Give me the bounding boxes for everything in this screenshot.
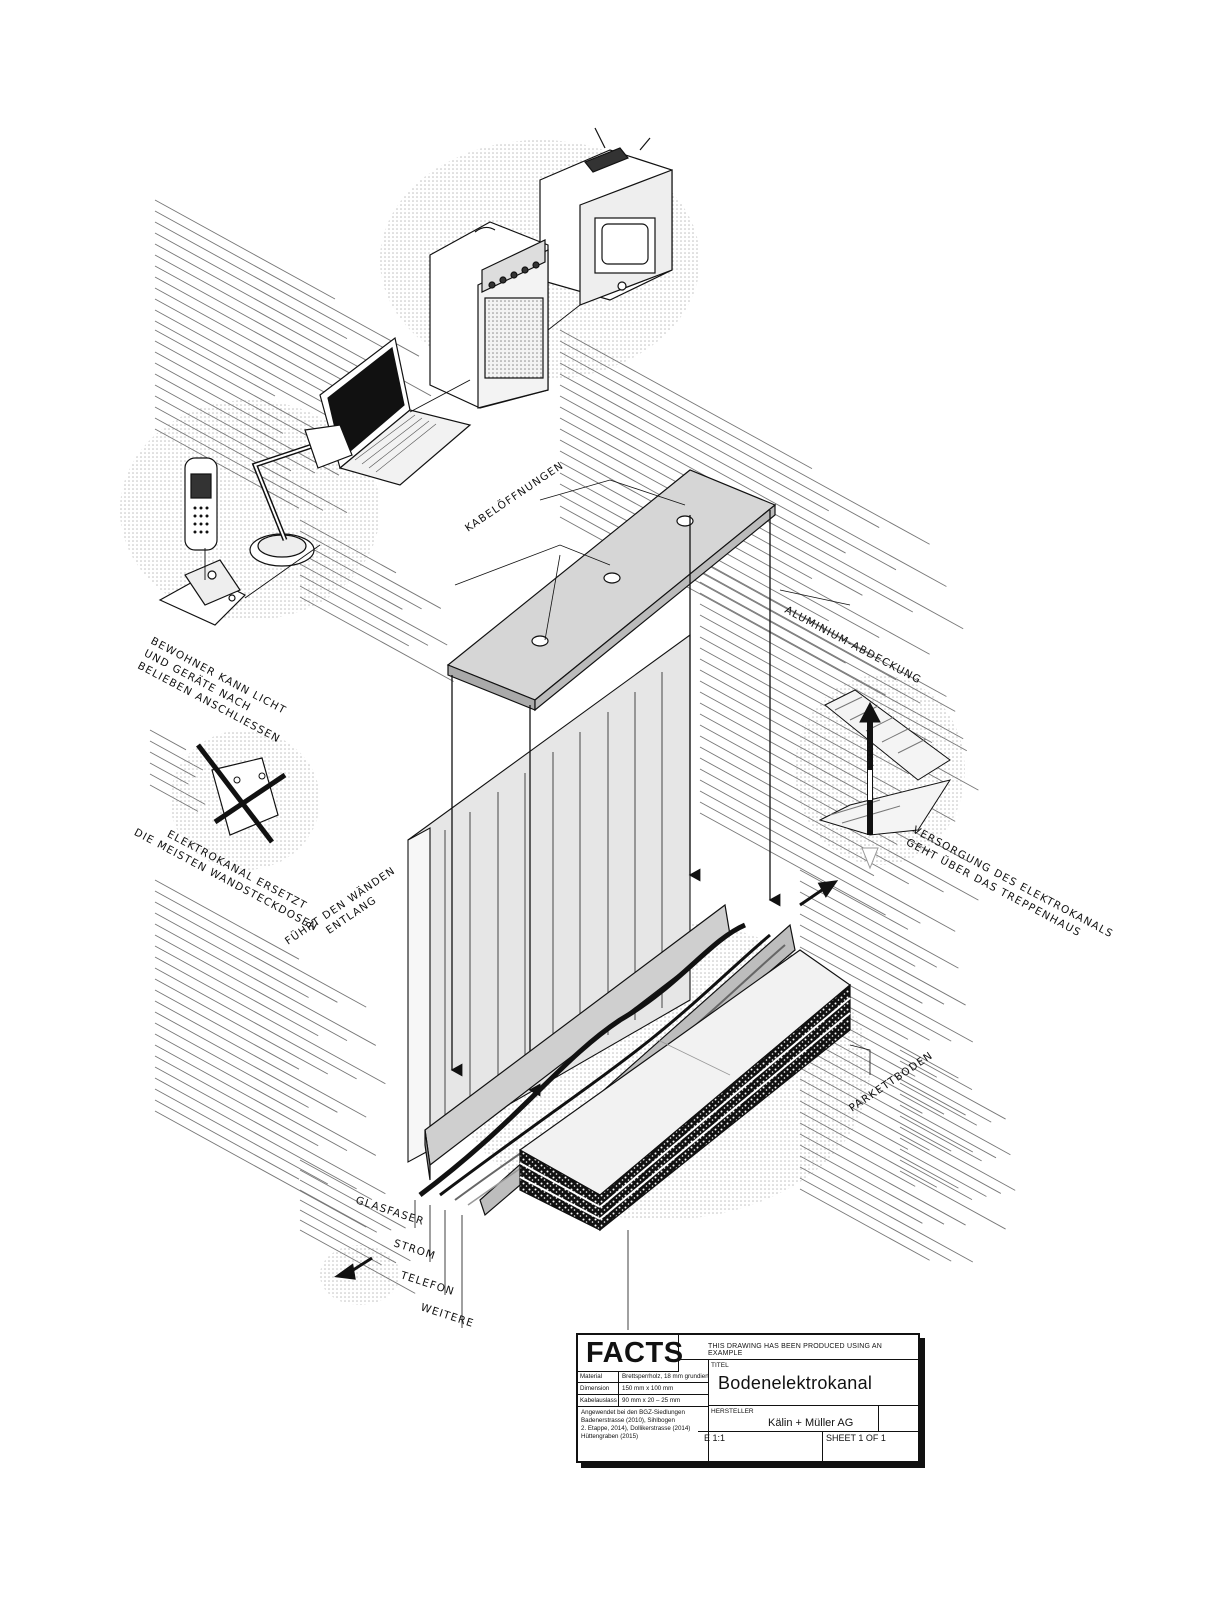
facts-row-key: Dimension bbox=[580, 1383, 619, 1394]
facts-row: Dimension 150 mm x 100 mm bbox=[578, 1383, 708, 1395]
plug-adapter-icon bbox=[158, 559, 247, 626]
titel-key: TITEL bbox=[711, 1362, 729, 1369]
label-telefon: TELEFON bbox=[398, 1269, 456, 1298]
desk-lamp-icon bbox=[249, 424, 353, 567]
sheet-text: SHEET 1 OF 1 bbox=[826, 1433, 886, 1443]
facts-rows: Material Brettsperrholz, 18 mm grundiert… bbox=[578, 1371, 710, 1443]
crossed-socket-icon bbox=[196, 743, 287, 844]
assembly-arrows bbox=[450, 510, 781, 1097]
titel-value: Bodenelektrokanal bbox=[718, 1373, 873, 1393]
facts-usage-text: Angewendet bei den BGZ-Siedlungen Badene… bbox=[581, 1409, 691, 1440]
hersteller-key: HERSTELLER bbox=[711, 1408, 754, 1415]
facts-heading-box: FACTS bbox=[578, 1335, 683, 1372]
facts-row-value: Brettsperrholz, 18 mm grundiert bbox=[622, 1373, 710, 1380]
hersteller-value: Kälin + Müller AG bbox=[768, 1417, 854, 1429]
facts-row-value: 90 mm x 20 – 25 mm bbox=[622, 1397, 681, 1404]
label-aluminium: ALUMINIUM-ABDECKUNG bbox=[783, 604, 924, 686]
facts-row-key: Material bbox=[580, 1371, 619, 1382]
staircase-icon bbox=[818, 689, 952, 870]
facts-row-key: Kabelauslass bbox=[580, 1395, 619, 1406]
device-cables bbox=[204, 304, 581, 599]
facts-row: Material Brettsperrholz, 18 mm grundiert bbox=[578, 1371, 710, 1383]
scale-text: E 1:1 bbox=[704, 1433, 726, 1443]
label-versorgung-2: GEHT ÜBER DAS TREPPENHAUS bbox=[904, 836, 1084, 940]
facts-title-block: FACTS THIS DRAWING HAS BEEN PRODUCED USI… bbox=[576, 1333, 920, 1463]
aluminium-cover bbox=[446, 469, 777, 712]
tv-icon bbox=[539, 127, 673, 306]
facts-row: Kabelauslass 90 mm x 20 – 25 mm bbox=[578, 1395, 708, 1407]
facts-row-value: 150 mm x 100 mm bbox=[622, 1385, 674, 1392]
facts-note: THIS DRAWING HAS BEEN PRODUCED USING AN … bbox=[708, 1343, 883, 1357]
label-versorgung-1: VERSORGUNG DES ELEKTROKANALS bbox=[911, 824, 1116, 940]
label-weitere: WEITERE bbox=[419, 1301, 475, 1330]
label-strom: STROM bbox=[392, 1237, 437, 1262]
parquet-floor bbox=[518, 949, 851, 1232]
facts-heading: FACTS bbox=[586, 1337, 684, 1369]
direction-arrows bbox=[334, 880, 839, 1280]
guitar-amplifier-icon bbox=[429, 221, 549, 409]
leader-lines bbox=[414, 479, 871, 1330]
mobile-phone-icon bbox=[184, 457, 218, 551]
